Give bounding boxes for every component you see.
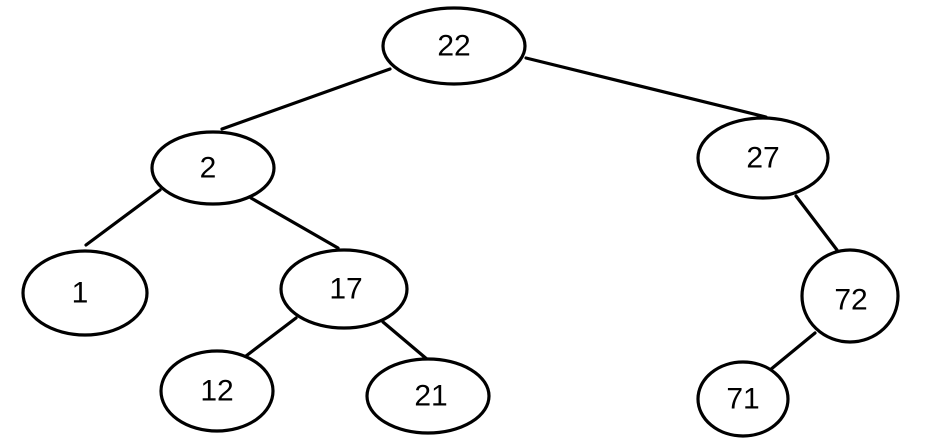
edge-2-1 — [84, 188, 162, 247]
tree-node-22: 22 — [381, 6, 527, 86]
node-label-27: 27 — [746, 142, 779, 175]
tree-node-17: 17 — [279, 248, 409, 330]
tree-node-12: 12 — [159, 349, 275, 433]
edge-22-27 — [524, 56, 768, 119]
edge-72-71 — [768, 331, 817, 372]
node-label-1: 1 — [72, 277, 89, 310]
tree-node-72: 72 — [800, 248, 900, 344]
node-label-21: 21 — [414, 380, 447, 413]
tree-nodes: 22 2 27 1 17 72 12 21 — [21, 6, 900, 438]
edge-2-17 — [249, 196, 340, 250]
node-label-22: 22 — [437, 30, 470, 63]
tree-node-21: 21 — [365, 357, 491, 435]
tree-node-1: 1 — [21, 249, 149, 337]
edge-17-21 — [381, 320, 430, 362]
node-label-12: 12 — [200, 375, 233, 408]
tree-edges — [84, 56, 839, 372]
tree-node-2: 2 — [150, 130, 276, 206]
node-label-72: 72 — [834, 284, 867, 317]
edge-27-72 — [794, 194, 839, 252]
tree-node-71: 71 — [696, 360, 790, 438]
node-label-17: 17 — [329, 273, 362, 306]
node-label-2: 2 — [200, 152, 217, 185]
edge-22-2 — [220, 67, 392, 131]
node-label-71: 71 — [726, 383, 759, 416]
tree-node-27: 27 — [696, 116, 830, 200]
edge-17-12 — [244, 316, 298, 358]
